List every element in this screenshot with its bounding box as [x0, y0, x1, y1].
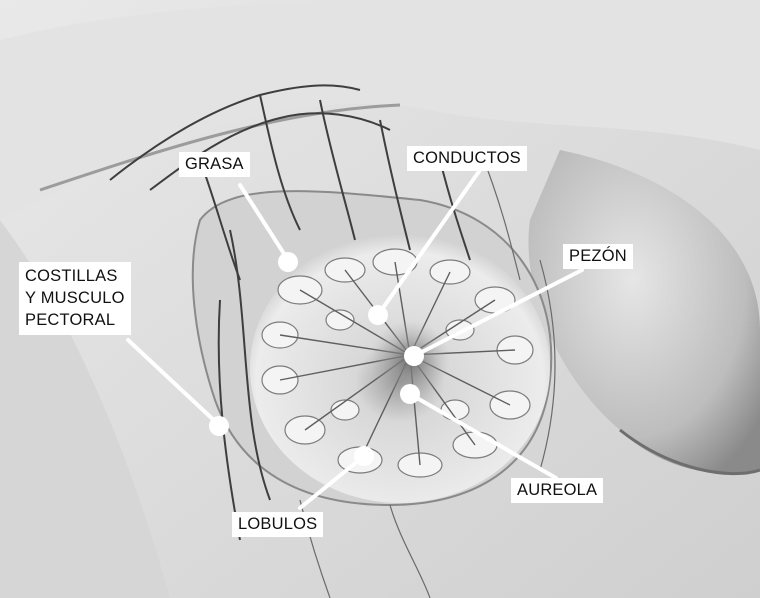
label-costillas-line-1: COSTILLAS — [25, 265, 125, 287]
label-costillas-y-musculo-pectoral: COSTILLAS Y MUSCULO PECTORAL — [19, 262, 131, 335]
label-pezon: PEZÓN — [563, 244, 633, 269]
label-costillas-line-2: Y MUSCULO — [25, 287, 125, 309]
label-aureola: AUREOLA — [511, 478, 603, 503]
label-lobulos: LOBULOS — [232, 512, 323, 537]
label-grasa: GRASA — [179, 152, 250, 177]
label-conductos: CONDUCTOS — [407, 146, 527, 171]
label-costillas-line-3: PECTORAL — [25, 309, 125, 331]
